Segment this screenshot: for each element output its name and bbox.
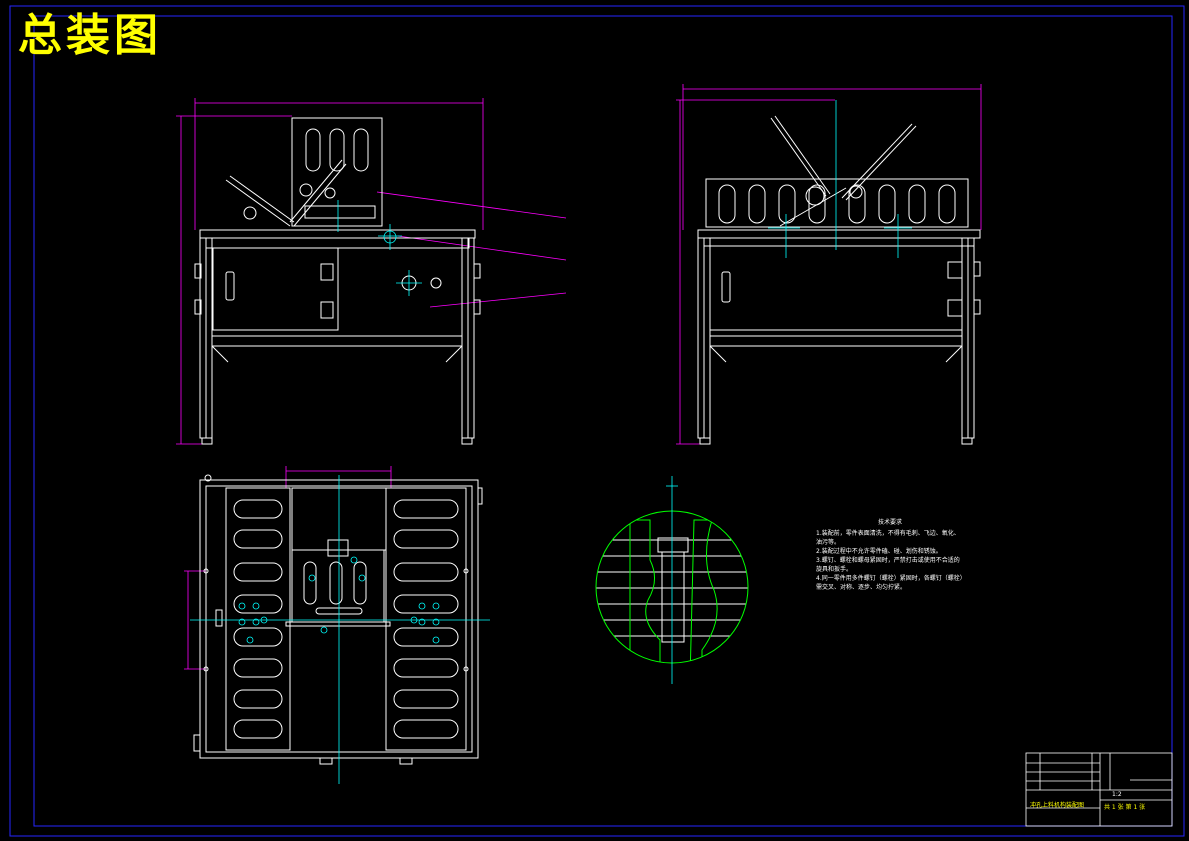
technical-note-item: 4.同一零件用多件螺钉（螺栓）紧固时，各螺钉（螺栓）需交叉、对称、逐步、均匀拧紧… bbox=[816, 575, 963, 591]
technical-notes: 技术要求 1.装配前，零件表面清洗，不得有毛刺、飞边、氧化、油污等。 2.装配过… bbox=[816, 518, 964, 592]
technical-note-item: 2.装配过程中不允许零件磕、碰、划伤和锈蚀。 bbox=[816, 548, 942, 555]
front-view-centerlines bbox=[337, 200, 422, 296]
title-block-sheet: 共 1 张 第 1 张 bbox=[1104, 804, 1146, 811]
side-view-centerlines bbox=[768, 100, 912, 258]
technical-note-item: 1.装配前，零件表面清洗，不得有毛刺、飞边、氧化、油污等。 bbox=[816, 530, 960, 546]
top-view bbox=[184, 466, 483, 765]
front-view bbox=[176, 98, 567, 445]
title-block-drawing-name: 冲孔上料机构装配图 bbox=[1030, 802, 1085, 809]
technical-note-item: 3.螺钉、螺栓和螺母紧固时，严禁打击或使用不合适的旋具和扳手。 bbox=[816, 557, 960, 573]
outer-frame bbox=[9, 5, 1185, 837]
drawing-title: 总装图 bbox=[18, 10, 162, 61]
side-view bbox=[676, 84, 982, 445]
title-block bbox=[1025, 752, 1173, 827]
title-block-scale: 1:2 bbox=[1112, 791, 1122, 798]
top-view-centerlines bbox=[190, 475, 490, 784]
technical-notes-heading: 技术要求 bbox=[877, 519, 902, 526]
inner-frame bbox=[33, 15, 1173, 827]
section-detail bbox=[595, 476, 749, 684]
